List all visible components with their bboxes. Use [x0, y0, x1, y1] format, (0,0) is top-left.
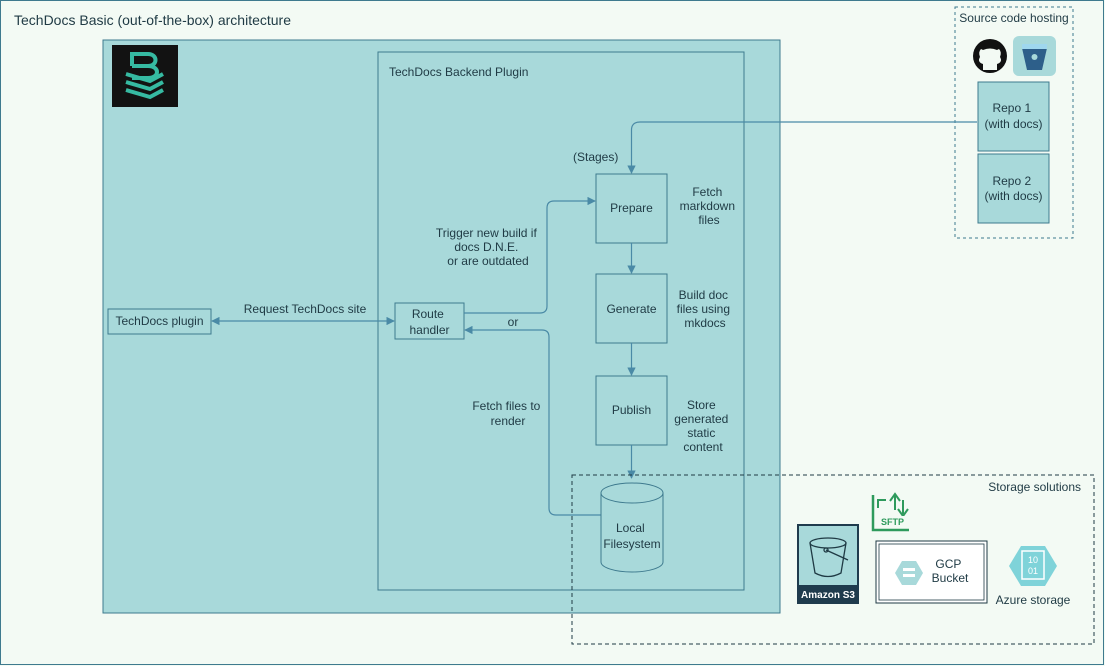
prepare-desc: Fetch markdown files [680, 185, 739, 227]
stage-publish-label: Publish [612, 403, 651, 417]
sftp-icon: SFTP [871, 492, 909, 532]
local-filesystem-label: Local Filesystem [603, 521, 660, 551]
request-label: Request TechDocs site [244, 302, 367, 316]
stage-generate: Generate [595, 273, 668, 344]
bitbucket-icon [1013, 36, 1056, 76]
stage-prepare-label: Prepare [610, 201, 653, 215]
svg-text:10: 10 [1028, 555, 1038, 565]
backend-plugin-label: TechDocs Backend Plugin [389, 65, 528, 79]
publish-desc: Store generated static content [674, 398, 731, 454]
storage-solutions-title: Storage solutions [988, 480, 1081, 494]
repo-1-box: Repo 1 (with docs) [977, 81, 1050, 152]
techdocs-plugin-label: TechDocs plugin [115, 314, 203, 328]
source-hosting-title: Source code hosting [959, 11, 1068, 25]
route-handler-box: Route handler [394, 302, 465, 340]
local-filesystem: Local Filesystem [600, 482, 664, 573]
repo-2-box: Repo 2 (with docs) [977, 153, 1050, 224]
trigger-label: Trigger new build if docs D.N.E. or are … [436, 226, 540, 268]
techdocs-plugin-box: TechDocs plugin [107, 308, 212, 335]
s3-bucket-icon [809, 537, 849, 578]
stage-generate-label: Generate [606, 302, 656, 316]
arrow-repo-prepare [627, 121, 977, 174]
svg-text:01: 01 [1028, 566, 1038, 576]
amazon-s3-label: Amazon S3 [801, 590, 855, 601]
arrow-trigger-build [464, 196, 596, 314]
amazon-s3-tile: Amazon S3 [797, 524, 859, 604]
stage-prepare: Prepare [595, 173, 668, 244]
fetch-label: Fetch files to render [472, 399, 543, 428]
azure-storage-icon: 10 01 [1009, 546, 1057, 586]
repo-1-label: Repo 1 (with docs) [984, 101, 1042, 131]
gcp-bucket-tile: GCP Bucket [875, 540, 988, 604]
storage-solutions-group [571, 474, 1095, 645]
stages-label: (Stages) [573, 150, 618, 164]
route-handler-label: Route handler [409, 307, 449, 337]
gcp-bucket-icon [895, 561, 923, 585]
or-label: or [508, 315, 519, 329]
backstage-logo [112, 45, 178, 107]
github-icon [973, 39, 1007, 73]
diagram-title: TechDocs Basic (out-of-the-box) architec… [14, 12, 291, 28]
arrow-fetch-files [464, 325, 601, 516]
stage-publish: Publish [595, 375, 668, 446]
gcp-bucket-label: GCP Bucket [932, 557, 969, 585]
repo-2-label: Repo 2 (with docs) [984, 174, 1042, 203]
azure-storage-label: Azure storage [996, 593, 1071, 607]
sftp-label: SFTP [881, 517, 904, 527]
azure-storage-tile: 10 01 Azure storage [996, 546, 1071, 607]
generate-desc: Build doc files using mkdocs [677, 288, 734, 330]
